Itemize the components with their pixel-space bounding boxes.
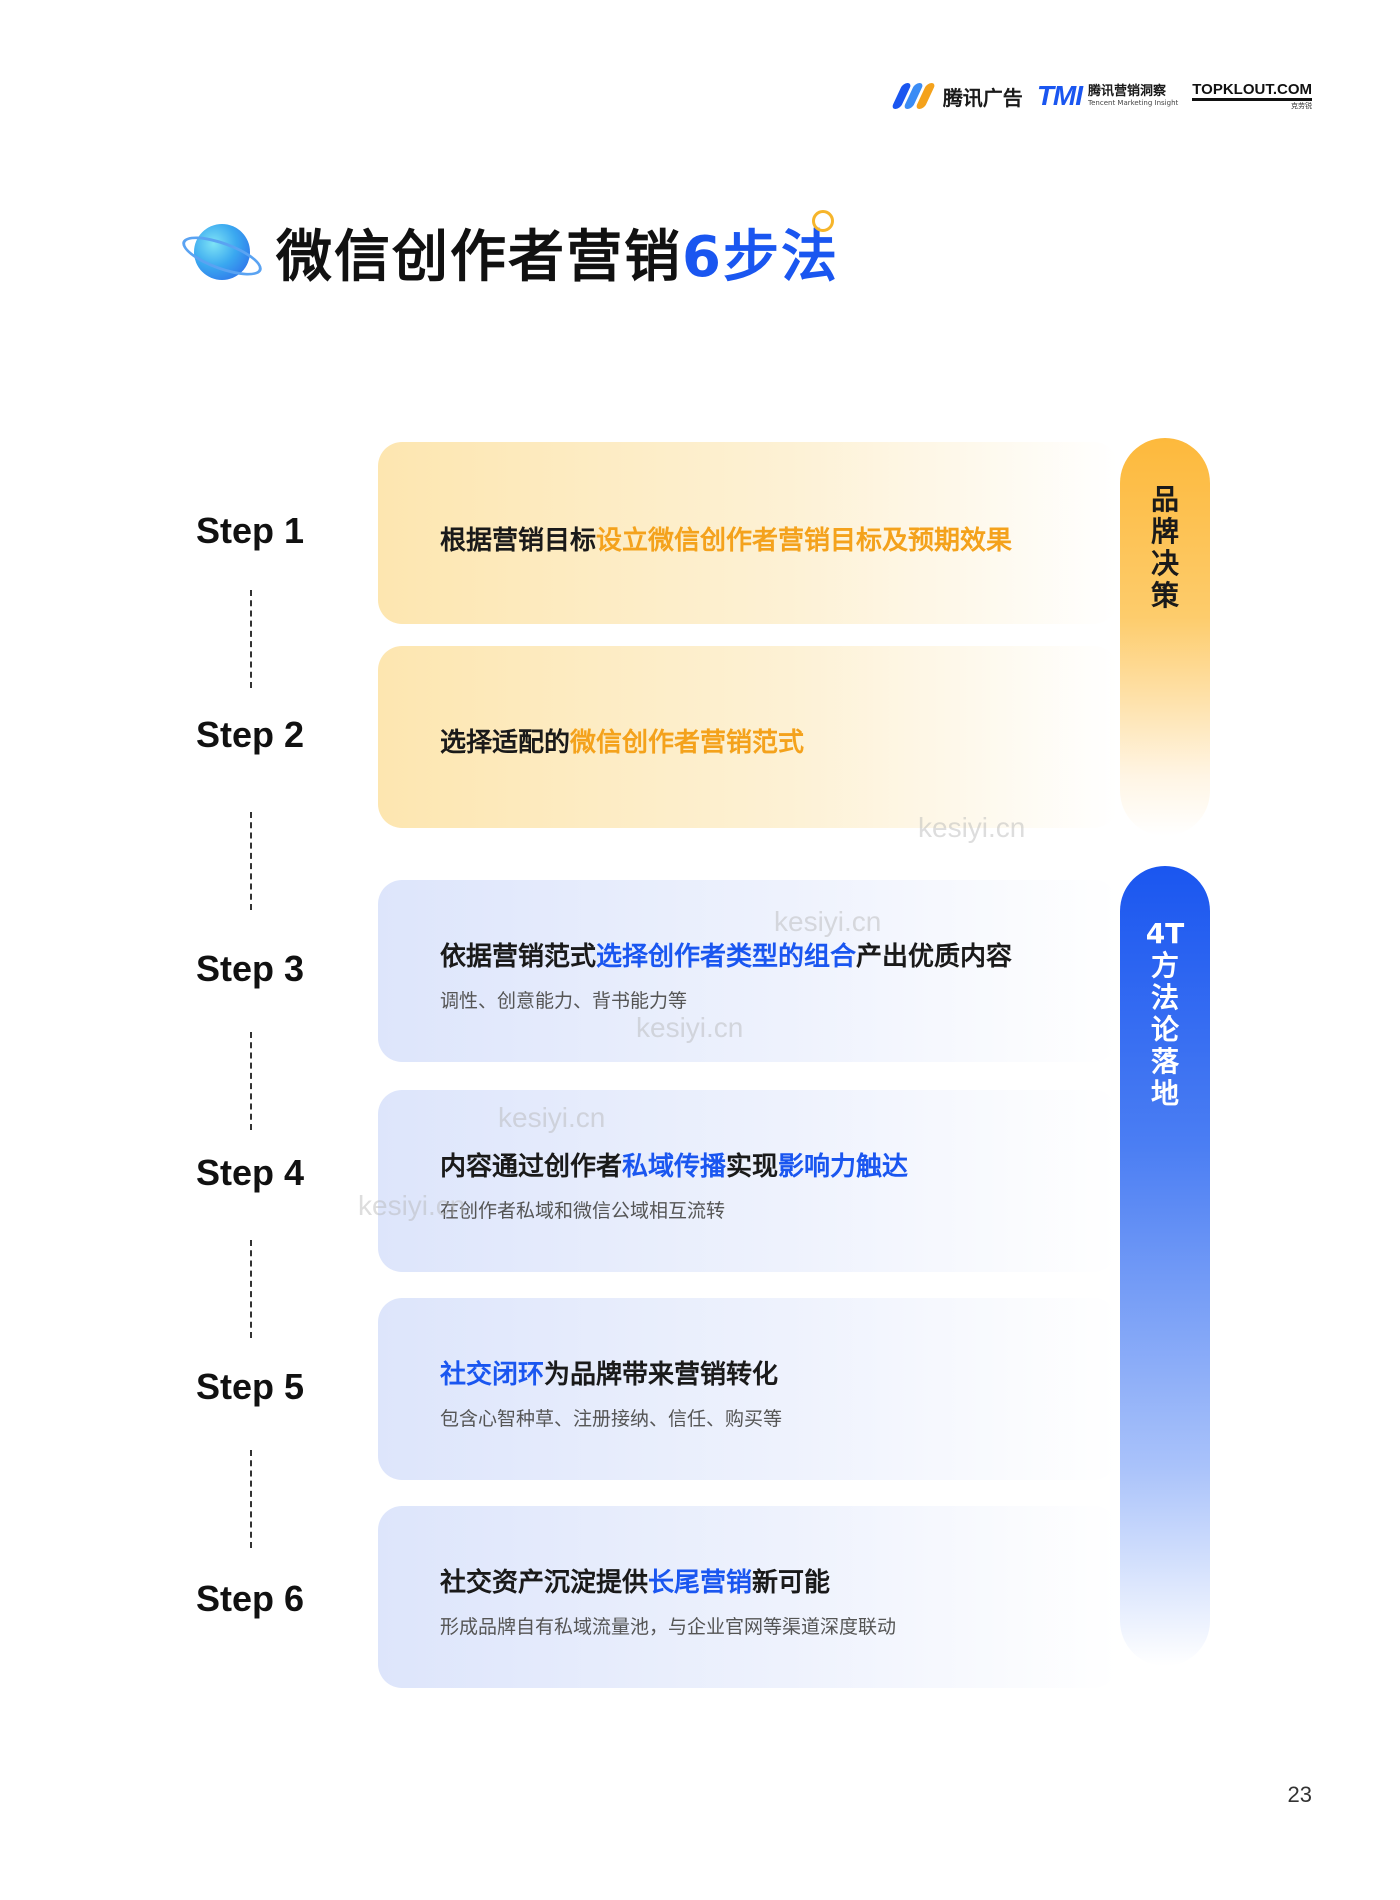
tmi-cn-text: 腾讯营销洞察 (1088, 83, 1167, 99)
step-connector-dash (250, 1450, 252, 1548)
step-main-text: 社交资产沉淀提供长尾营销新可能 (440, 1562, 830, 1599)
step-text-segment: 微信创作者营销范式 (570, 728, 805, 758)
step-main-text: 依据营销范式选择创作者类型的组合产出优质内容 (440, 936, 1012, 973)
step-text-segment: 私域传播 (622, 1152, 727, 1182)
step-text-segment: 社交闭环 (440, 1360, 545, 1390)
step-label: Step 3 (196, 948, 305, 989)
step-sub-text: 调性、创意能力、背书能力等 (440, 990, 688, 1012)
step-text-segment: 为品牌带来营销转化 (544, 1360, 779, 1390)
step-connector-dash (250, 1240, 252, 1338)
tencent-ads-text: 腾讯广告 (942, 85, 1023, 110)
step-card: 社交闭环为品牌带来营销转化包含心智种草、注册接纳、信任、购买等 (378, 1298, 1118, 1480)
tmi-logo: TMI 腾讯营销洞察 Tencent Marketing Insight (1037, 80, 1178, 112)
page-title: 微信创作者营销6步法 (276, 225, 839, 290)
tencent-ads-mark-icon (890, 83, 937, 109)
step-label: Step 5 (196, 1366, 305, 1407)
step-text-segment: 新可能 (752, 1568, 831, 1598)
step-text-segment: 选择创作者类型的组合 (596, 942, 857, 972)
decorative-circle-icon (812, 210, 834, 232)
step-card: 根据营销目标设立微信创作者营销目标及预期效果 (378, 442, 1118, 624)
tmi-mark: TMI (1036, 80, 1083, 111)
step-card: 依据营销范式选择创作者类型的组合产出优质内容调性、创意能力、背书能力等 (378, 880, 1118, 1062)
step-label: Step 6 (196, 1578, 305, 1619)
topklout-sub-text: 克劳锐 (1291, 101, 1312, 110)
step-card: 选择适配的微信创作者营销范式 (378, 646, 1118, 828)
step-text-segment: 根据营销目标 (440, 526, 597, 556)
watermark: kesiyi.cn (918, 812, 1026, 843)
tmi-en-text: Tencent Marketing Insight (1088, 98, 1179, 107)
step-label: Step 2 (196, 714, 305, 755)
step-text-segment: 依据营销范式 (440, 942, 597, 972)
step-card: 内容通过创作者私域传播实现影响力触达在创作者私域和微信公域相互流转 (378, 1090, 1118, 1272)
step-text-segment: 产出优质内容 (856, 942, 1013, 972)
watermark: kesiyi.cn (774, 906, 882, 937)
header-logos: 腾讯广告 TMI 腾讯营销洞察 Tencent Marketing Insigh… (890, 80, 1312, 112)
step-connector-dash (250, 590, 252, 688)
topklout-logo: TOPKLOUT.COM 克劳锐 (1192, 81, 1312, 111)
watermark: kesiyi.cn (636, 1012, 744, 1043)
watermark: kesiyi.cn (498, 1102, 606, 1133)
title-highlight: 6步法 (682, 225, 839, 290)
step-connector-dash (250, 1032, 252, 1130)
step-sub-text: 形成品牌自有私域流量池，与企业官网等渠道深度联动 (440, 1616, 897, 1638)
page-number: 23 (1287, 1782, 1312, 1807)
page-title-block: 微信创作者营销6步法 (177, 212, 839, 293)
step-text-segment: 选择适配的 (440, 728, 571, 758)
step-text-segment: 长尾营销 (648, 1568, 753, 1598)
step-text-segment: 实现 (726, 1152, 779, 1182)
step-text-segment: 内容通过创作者 (440, 1152, 623, 1182)
step-main-text: 根据营销目标设立微信创作者营销目标及预期效果 (440, 520, 1012, 557)
step-text-segment: 设立微信创作者营销目标及预期效果 (596, 526, 1013, 556)
step-text-segment: 社交资产沉淀提供 (440, 1568, 649, 1598)
step-connector-dash (250, 812, 252, 910)
step-label: Step 4 (196, 1152, 305, 1193)
tencent-ads-logo: 腾讯广告 (890, 82, 1023, 111)
watermark: kesiyi.cn (358, 1190, 466, 1221)
step-main-text: 选择适配的微信创作者营销范式 (440, 722, 804, 759)
planet-icon (177, 214, 267, 292)
brand-decision-label: 品牌决策 (1150, 483, 1179, 612)
step-sub-text: 包含心智种草、注册接纳、信任、购买等 (440, 1408, 783, 1430)
step-card: 社交资产沉淀提供长尾营销新可能形成品牌自有私域流量池，与企业官网等渠道深度联动 (378, 1506, 1118, 1688)
step-text-segment: 影响力触达 (778, 1152, 909, 1182)
step-label: Step 1 (196, 510, 305, 551)
step-main-text: 社交闭环为品牌带来营销转化 (440, 1354, 778, 1391)
brand-decision-pill: 品牌决策 (1120, 438, 1210, 836)
step-main-text: 内容通过创作者私域传播实现影响力触达 (440, 1146, 908, 1183)
topklout-text: TOPKLOUT.COM (1192, 81, 1312, 101)
step-sub-text: 在创作者私域和微信公域相互流转 (440, 1200, 726, 1222)
